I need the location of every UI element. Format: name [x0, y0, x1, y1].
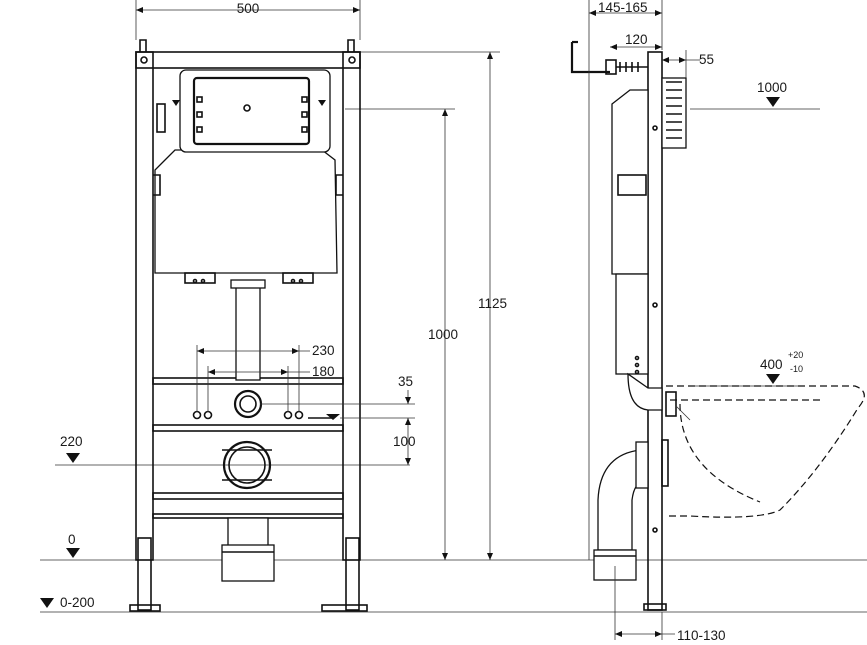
front-cistern: [153, 69, 343, 381]
dim-height-total: 1125: [478, 296, 507, 311]
dim-pipe-outer: 230: [312, 343, 335, 358]
level-bowl: 400: [760, 357, 783, 372]
dim-width: 500: [237, 1, 260, 16]
front-dimensions: 500 1125 1000 230 180 35 100: [40, 0, 507, 610]
dim-offset-35: 35: [398, 374, 413, 389]
dim-height-flush: 1000: [428, 327, 458, 342]
bowl-tol-plus: +20: [788, 350, 803, 360]
dim-depth-55: 55: [699, 52, 714, 67]
level-1000: 1000: [757, 80, 787, 95]
dim-depth-range: 145-165: [598, 0, 648, 15]
front-fittings: [192, 389, 340, 582]
dim-offset-100: 100: [393, 434, 416, 449]
reference-lines: [40, 51, 867, 613]
level-0: 0: [68, 532, 76, 547]
dim-pipe-inner: 180: [312, 364, 335, 379]
dim-depth-120: 120: [625, 32, 648, 47]
dim-outlet-range: 110-130: [677, 628, 726, 643]
bowl-tol-minus: -10: [790, 364, 803, 374]
side-view: [570, 40, 865, 611]
level-range: 0-200: [60, 595, 95, 610]
level-220: 220: [60, 434, 83, 449]
side-dimensions: 145-165 120 55 1000 400 +20 -10 110-130: [588, 0, 803, 643]
